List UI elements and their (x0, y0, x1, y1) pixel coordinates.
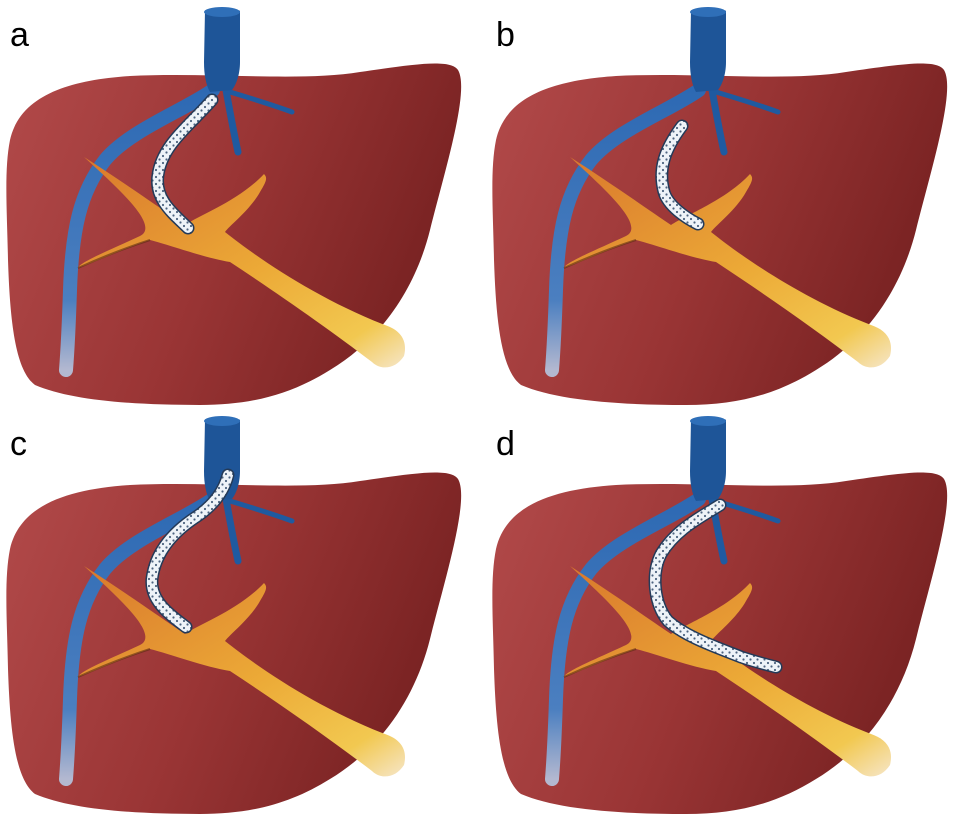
panel-label-d: d (496, 427, 515, 461)
inferior-vena-cava (690, 10, 726, 92)
panel-d: d (486, 409, 971, 818)
panel-label-a: a (10, 18, 29, 52)
ivc-top (690, 416, 726, 426)
panel-label-b: b (496, 18, 515, 52)
inferior-vena-cava (690, 419, 726, 501)
panel-label-c: c (10, 427, 27, 461)
liver-illustration-c (0, 409, 485, 818)
panel-b: b (486, 0, 971, 409)
liver-illustration-d (486, 409, 971, 818)
ivc-top (204, 7, 240, 17)
ivc-top (204, 416, 240, 426)
ivc-top (690, 7, 726, 17)
inferior-vena-cava (204, 10, 240, 92)
panel-a: a (0, 0, 485, 409)
panel-c: c (0, 409, 485, 818)
liver-illustration-a (0, 0, 485, 409)
liver-illustration-b (486, 0, 971, 409)
